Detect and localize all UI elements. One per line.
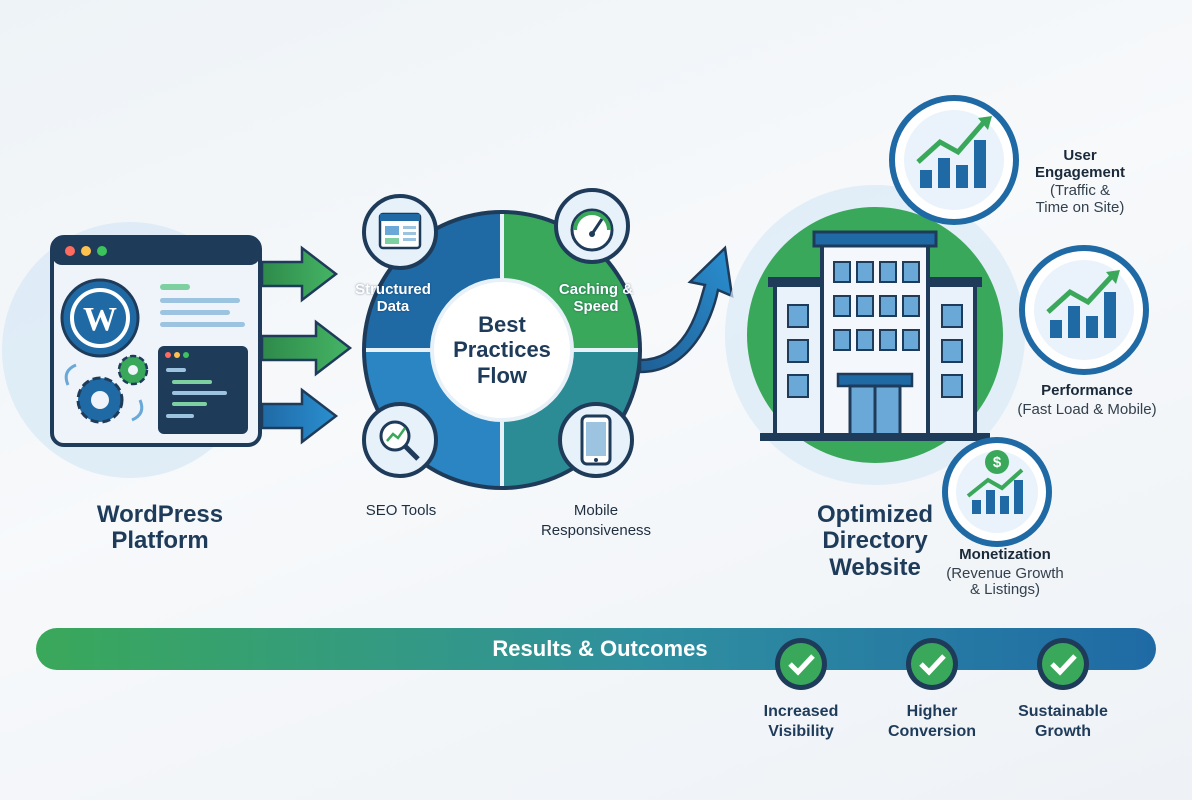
- metric-subtitle: (Traffic & Time on Site): [1035, 182, 1125, 216]
- check-icon: [906, 638, 958, 690]
- wordpress-platform-title: WordPress Platform: [96, 501, 224, 555]
- flow-arrow-curved: [638, 245, 734, 374]
- check-icon: [1037, 638, 1089, 690]
- metric-title: User Engagement: [1034, 147, 1125, 181]
- svg-text:$: $: [993, 454, 1002, 471]
- directory-website-building-illustration: [725, 185, 1025, 485]
- seo-magnifier-icon: [362, 402, 438, 478]
- flow-arrow-top: [260, 245, 339, 303]
- gear-icon: [64, 354, 149, 424]
- best-practices-wheel: [362, 210, 642, 490]
- segment-caching-label: Caching & Speed: [558, 281, 634, 315]
- outcome-sustainable-growth: Sustainable Growth: [1018, 703, 1108, 740]
- metric-monetization: Monetization (Revenue Growth & Listings): [915, 546, 1095, 599]
- segment-structured-data-label: Structured Data: [355, 281, 431, 315]
- segment-seo-label: SEO Tools: [365, 502, 437, 519]
- user-engagement-chart-icon: [889, 95, 1019, 225]
- structured-data-icon: [362, 194, 438, 270]
- metric-title: Monetization: [959, 546, 1051, 563]
- outcome-higher-conversion: Higher Conversion: [887, 703, 976, 740]
- metric-subtitle: (Revenue Growth & Listings): [946, 564, 1064, 598]
- mobile-phone-icon: [558, 402, 634, 478]
- speedometer-icon: [554, 188, 630, 264]
- metric-subtitle: (Fast Load & Mobile): [1017, 400, 1157, 418]
- wordpress-logo-icon: W: [60, 278, 140, 358]
- optimized-directory-website-title: Optimized Directory Website: [816, 501, 933, 581]
- metric-performance: Performance (Fast Load & Mobile): [992, 382, 1182, 418]
- results-outcomes-title: Results & Outcomes: [492, 636, 708, 661]
- flow-arrow-middle: [260, 319, 353, 377]
- metric-user-engagement: User Engagement (Traffic & Time on Site): [1000, 147, 1160, 216]
- monetization-chart-icon: $: [942, 437, 1052, 547]
- check-icon: [775, 638, 827, 690]
- wordpress-platform-illustration: W: [2, 222, 262, 478]
- best-practices-flow-title: Best Practices Flow: [453, 312, 551, 388]
- segment-mobile-label: Mobile Responsiveness: [540, 502, 652, 539]
- code-editor-icon: [158, 346, 248, 434]
- performance-chart-icon: [1019, 245, 1149, 375]
- outcome-increased-visibility: Increased Visibility: [763, 703, 839, 740]
- metric-title: Performance: [1041, 382, 1133, 399]
- flow-arrow-bottom: [260, 387, 339, 445]
- svg-text:W: W: [83, 301, 117, 338]
- results-bar: [36, 628, 1156, 670]
